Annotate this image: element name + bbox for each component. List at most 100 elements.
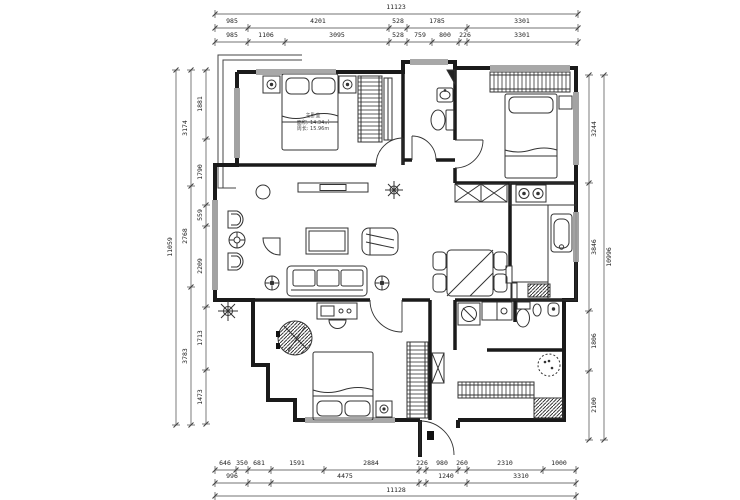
dim-label: 1106 xyxy=(258,31,274,39)
dimension-line xyxy=(404,25,410,31)
room-area: 面积: 14.34㎡ xyxy=(296,119,330,126)
dim-label: 3301 xyxy=(514,17,530,25)
coffee-table xyxy=(305,227,349,255)
bedroom3-nightstand xyxy=(375,400,393,418)
bedroom2-door xyxy=(454,139,484,169)
dimension-line xyxy=(586,368,592,374)
entry-door xyxy=(419,420,455,456)
dim-label: 226 xyxy=(416,459,428,467)
plant-icon-bottom xyxy=(218,301,238,321)
bedroom3-bed xyxy=(312,351,374,421)
dim-label: 1591 xyxy=(289,459,305,467)
dimension-line xyxy=(586,308,592,314)
armchair-left-2 xyxy=(227,252,244,271)
bedroom3-dresser xyxy=(316,302,358,320)
dim-label: 4475 xyxy=(337,472,353,480)
dim-label: 11128 xyxy=(386,486,406,494)
bedroom2-wardrobe xyxy=(489,71,571,93)
kitchen-stove xyxy=(515,184,547,203)
dim-label: 800 xyxy=(439,31,451,39)
bedroom3-round-chair xyxy=(276,320,313,356)
dimension-line xyxy=(268,467,274,473)
dim-label: 759 xyxy=(414,31,426,39)
dim-label: 2768 xyxy=(181,228,189,244)
dim-label: 1000 xyxy=(551,459,567,467)
dimension-line xyxy=(601,72,607,78)
bath2-toilet xyxy=(516,301,531,328)
room-perimeter: 周长: 15.96m xyxy=(296,126,330,132)
dimension-line xyxy=(245,39,251,45)
washing-machine xyxy=(457,302,481,326)
dimension-line xyxy=(212,39,218,45)
dim-label: 559 xyxy=(196,209,204,221)
dimension-line xyxy=(212,11,218,17)
dimension-line xyxy=(573,480,579,486)
kitchen-sink xyxy=(550,213,573,253)
master-door xyxy=(375,137,404,166)
dimension-line xyxy=(203,223,209,229)
bedroom2-nightstand xyxy=(558,95,573,110)
bath1-corner-shelf xyxy=(446,69,456,86)
dimension-lines xyxy=(172,10,608,500)
dimension-line xyxy=(464,480,470,486)
dimension-line xyxy=(212,25,218,31)
corner-table xyxy=(262,237,281,256)
dining-cabinets xyxy=(454,183,508,203)
dimension-line xyxy=(573,493,579,499)
entry-marker-icon xyxy=(427,431,434,440)
dim-label: 1790 xyxy=(196,164,204,180)
dim-label: 3846 xyxy=(590,239,598,255)
dimension-line xyxy=(540,467,546,473)
lounge-chair xyxy=(361,227,399,256)
dim-label: 2100 xyxy=(590,397,598,413)
dim-label: 3174 xyxy=(181,120,189,136)
dimension-line xyxy=(245,467,251,473)
doors xyxy=(369,135,518,456)
armchair-left-1 xyxy=(227,210,244,229)
dimension-line xyxy=(575,39,581,45)
dimension-line xyxy=(586,72,592,78)
dimension-line xyxy=(386,25,392,31)
dimension-line xyxy=(245,25,251,31)
dim-label: 1473 xyxy=(196,389,204,405)
dimension-line xyxy=(416,467,422,473)
dim-label: 3301 xyxy=(514,31,530,39)
floor-lamp-icon-2 xyxy=(374,275,390,291)
dim-label: 1785 xyxy=(429,17,445,25)
dimension-line xyxy=(601,437,607,443)
shoe-cabinet xyxy=(533,397,564,419)
dimension-line xyxy=(456,39,462,45)
dimension-line xyxy=(573,467,579,473)
ceiling-lamp-icon xyxy=(255,184,271,200)
dimension-line xyxy=(173,422,179,428)
dimension-line xyxy=(188,422,194,428)
dimension-line xyxy=(386,39,392,45)
dimension-line xyxy=(416,480,422,486)
dimension-line xyxy=(321,467,327,473)
dining-table xyxy=(446,249,494,297)
dimension-line xyxy=(188,183,194,189)
room-name: 主卧室 xyxy=(305,113,321,119)
dim-label: 528 xyxy=(392,31,404,39)
dim-label: 528 xyxy=(392,17,404,25)
dimension-line xyxy=(586,180,592,186)
plant-icon-top xyxy=(385,181,403,199)
dim-label: 10996 xyxy=(605,247,613,267)
dimension-line xyxy=(464,39,470,45)
dim-label: 2310 xyxy=(497,459,513,467)
dim-label: 11123 xyxy=(386,3,406,11)
dim-label: 646 xyxy=(219,459,231,467)
dimension-line xyxy=(464,467,470,473)
dim-label: 1713 xyxy=(196,330,204,346)
dim-label: 350 xyxy=(236,459,248,467)
foyer-rug xyxy=(537,353,561,377)
tv-cabinet xyxy=(297,182,369,193)
dim-label: 2884 xyxy=(363,459,379,467)
kitchen-counter-top xyxy=(509,182,577,206)
dimension-line xyxy=(575,11,581,17)
dim-label: 2209 xyxy=(196,258,204,274)
dim-label: 1806 xyxy=(590,333,598,349)
dim-label: 4201 xyxy=(310,17,326,25)
